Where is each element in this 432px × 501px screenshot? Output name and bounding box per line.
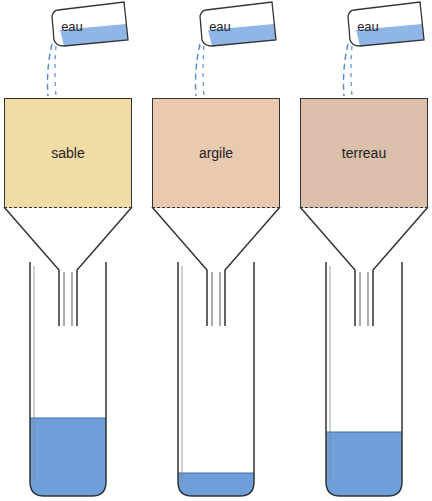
soil-name: terreau: [338, 143, 390, 163]
test-tube: [326, 262, 402, 496]
water-surface: [178, 473, 254, 474]
funnel-stem: [72, 272, 73, 326]
soil-name: argile: [195, 143, 237, 163]
water-label: eau: [209, 19, 231, 34]
funnel-stem: [368, 272, 369, 326]
funnel-stem: [212, 272, 213, 326]
water-stream: [196, 44, 201, 96]
beaker: [200, 2, 276, 46]
soil-sample: terreau: [300, 98, 428, 208]
soil-sample: argile: [152, 98, 280, 208]
water-stream: [55, 46, 56, 96]
water: [326, 432, 402, 496]
funnel-stem: [360, 272, 361, 326]
water-surface: [30, 418, 106, 419]
water-stream: [344, 44, 349, 96]
water: [30, 418, 106, 496]
water: [178, 473, 254, 496]
soil-sample: sable: [4, 98, 132, 208]
funnel: [77, 207, 132, 326]
tube-wall: [330, 266, 331, 482]
water-stream: [351, 46, 352, 96]
water-stream: [48, 44, 53, 96]
water-label: eau: [61, 19, 83, 34]
setup: [152, 2, 280, 496]
soil-name: sable: [47, 143, 88, 163]
water-stream: [203, 46, 204, 96]
beaker: [52, 2, 128, 46]
beaker: [348, 2, 424, 46]
water-label: eau: [357, 19, 379, 34]
setup: [300, 2, 428, 496]
funnel: [300, 207, 355, 326]
tube-wall: [182, 266, 183, 482]
funnel-stem: [64, 272, 65, 326]
funnel: [373, 207, 428, 326]
water-surface: [326, 432, 402, 433]
funnel: [4, 207, 59, 326]
setup: [4, 2, 132, 496]
funnel: [225, 207, 280, 326]
funnel-stem: [220, 272, 221, 326]
tube-wall: [34, 266, 35, 482]
test-tube: [178, 262, 254, 496]
funnel: [152, 207, 207, 326]
test-tube: [30, 262, 106, 496]
